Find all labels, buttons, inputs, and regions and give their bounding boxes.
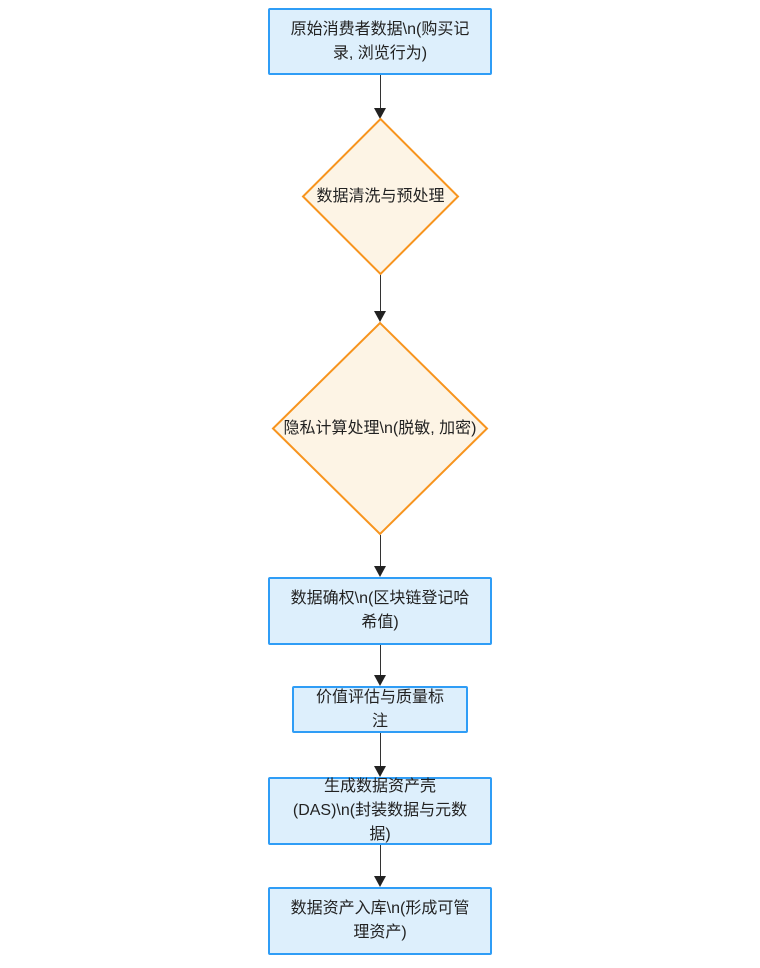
flow-node-label: 隐私计算处理\n(脱敏, 加密) (283, 419, 477, 437)
flow-node-label: 数据确权\n(区块链登记哈希值) (290, 590, 470, 631)
diamond-shape (301, 117, 460, 276)
arrowhead-down-icon (374, 566, 386, 577)
flow-arrow-5 (374, 733, 386, 777)
flow-arrow-2 (374, 275, 386, 322)
flow-arrow-3 (374, 535, 386, 577)
arrow-line (379, 75, 381, 108)
arrowhead-down-icon (374, 876, 386, 887)
flow-arrow-4 (374, 645, 386, 686)
arrow-line (379, 845, 381, 876)
flow-arrow-1 (374, 75, 386, 119)
flow-node-data-rights-confirmation: 数据确权\n(区块链登记哈希值) (268, 577, 492, 645)
flow-node-asset-warehousing: 数据资产入库\n(形成可管理资产) (268, 887, 492, 955)
flow-node-label: 数据资产入库\n(形成可管理资产) (290, 900, 470, 941)
arrowhead-down-icon (374, 108, 386, 119)
flow-node-privacy-computing: 隐私计算处理\n(脱敏, 加密) (271, 321, 489, 536)
arrow-line (379, 275, 381, 311)
arrowhead-down-icon (374, 766, 386, 777)
arrow-line (379, 733, 381, 766)
arrowhead-down-icon (374, 311, 386, 322)
arrow-line (379, 645, 381, 675)
flow-node-data-cleaning: 数据清洗与预处理 (301, 117, 460, 276)
flow-node-label: 生成数据资产壳(DAS)\n(封装数据与元数据) (292, 778, 468, 843)
arrowhead-down-icon (374, 675, 386, 686)
flow-node-generate-das: 生成数据资产壳(DAS)\n(封装数据与元数据) (268, 777, 492, 845)
flow-node-label: 原始消费者数据\n(购买记录, 浏览行为) (290, 20, 470, 62)
flow-node-raw-consumer-data: 原始消费者数据\n(购买记录, 浏览行为) (268, 8, 492, 75)
flow-node-value-assessment: 价值评估与质量标注 (292, 686, 468, 733)
arrow-line (379, 535, 381, 566)
diamond-shape (271, 321, 489, 536)
flow-node-label: 数据清洗与预处理 (316, 187, 445, 205)
flow-node-label: 价值评估与质量标注 (315, 688, 444, 730)
flow-arrow-6 (374, 845, 386, 887)
